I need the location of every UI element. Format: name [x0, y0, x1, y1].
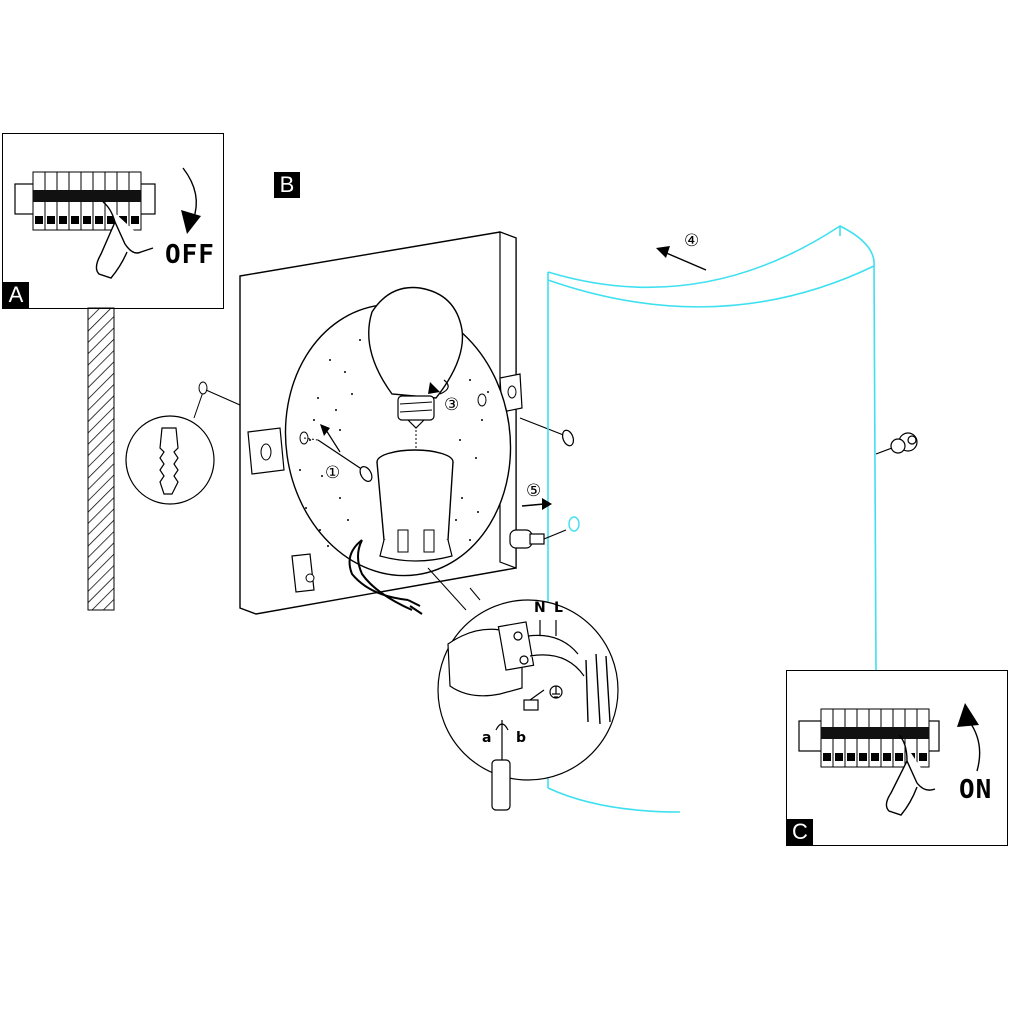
live-label: L [554, 600, 563, 616]
panel-c-switch-on: ON C [786, 670, 1008, 846]
arrow-icon [957, 703, 979, 727]
knob-icon [509, 529, 567, 549]
strip-b-label: b [516, 730, 526, 746]
strip-a-label: a [482, 730, 491, 746]
step-5: ⑤ [526, 481, 541, 501]
step-4: ④ [684, 231, 699, 251]
panel-a-label: A [3, 282, 29, 308]
breaker-panel-icon [14, 167, 201, 279]
breaker-panel-icon [798, 703, 981, 816]
arrow-icon [181, 210, 201, 234]
neutral-label: N [534, 600, 546, 616]
on-label: ON [959, 775, 993, 805]
step-3: ③ [444, 395, 459, 415]
wall-section [87, 307, 115, 611]
off-label: OFF [165, 240, 215, 270]
bulb-icon [368, 286, 464, 429]
screw-icon [317, 417, 575, 482]
hand-icon [885, 734, 936, 816]
hand-icon [95, 201, 154, 279]
panel-b-label: B [274, 172, 300, 198]
panel-a-switch-off: OFF A [2, 133, 224, 309]
step-1: ① [325, 463, 340, 483]
panel-c-label: C [787, 819, 813, 845]
wall-plug-icon [159, 427, 179, 495]
ground-symbol-icon [549, 685, 563, 699]
lamp-socket-icon [376, 449, 454, 562]
